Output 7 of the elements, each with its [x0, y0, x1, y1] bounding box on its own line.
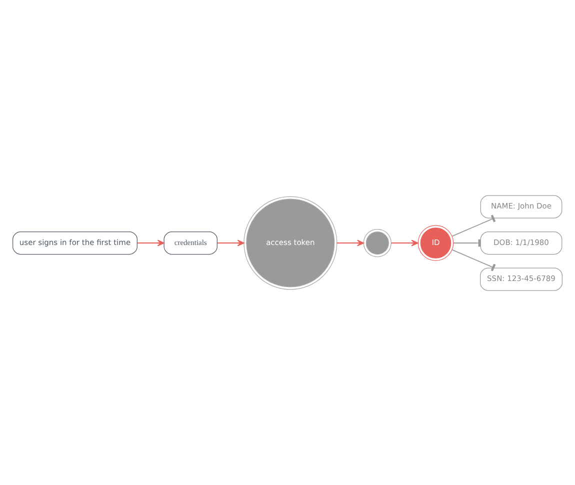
connector [452, 248, 496, 271]
arrow [136, 239, 164, 246]
arrow [216, 239, 244, 246]
arrow [390, 239, 418, 246]
node-circle [363, 228, 392, 257]
arrow [336, 239, 364, 246]
connector [452, 214, 496, 236]
